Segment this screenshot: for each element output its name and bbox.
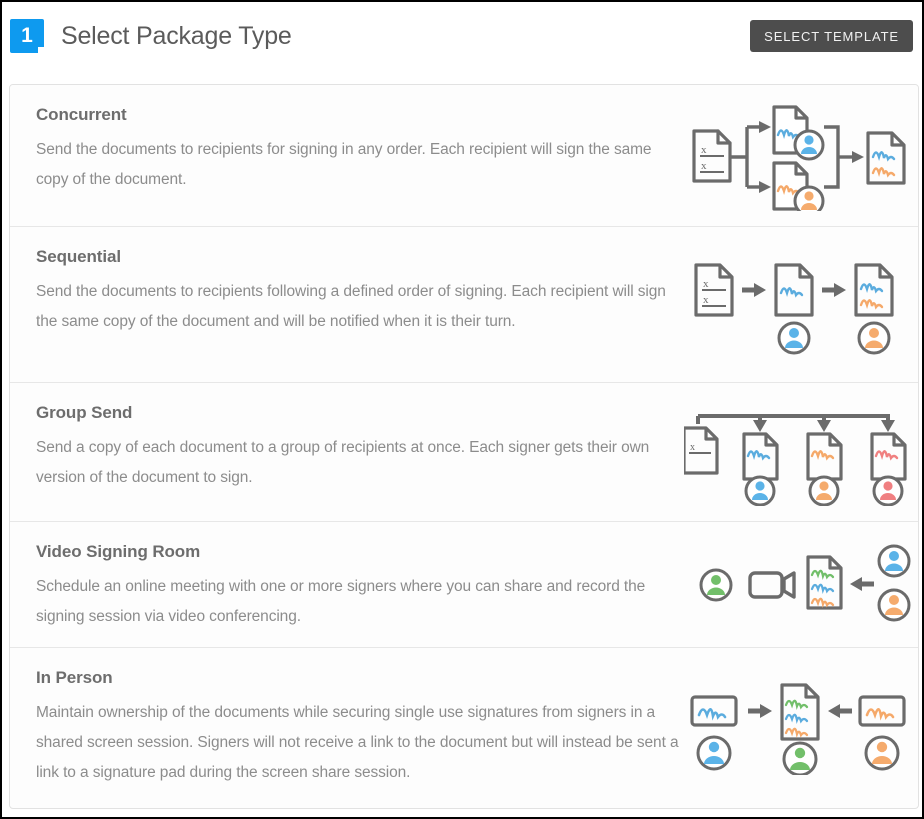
package-option-text: Group Send Send a copy of each document …: [36, 403, 684, 493]
package-option-video-signing-room[interactable]: Video Signing Room Schedule an online me…: [10, 522, 918, 648]
in-person-diagram-svg: [690, 683, 906, 775]
video-signing-room-diagram: [684, 543, 918, 627]
package-option-title: Concurrent: [36, 105, 127, 124]
concurrent-diagram-svg: x x: [692, 104, 906, 211]
page-title: Select Package Type: [61, 21, 292, 50]
package-type-list: Concurrent Send the documents to recipie…: [9, 84, 919, 809]
package-option-sequential[interactable]: Sequential Send the documents to recipie…: [10, 227, 918, 383]
group-send-flow-diagram: x: [684, 398, 918, 506]
concurrent-flow-diagram: x x: [684, 101, 918, 211]
step-number-badge: 1: [10, 19, 45, 54]
package-option-in-person[interactable]: In Person Maintain ownership of the docu…: [10, 648, 918, 806]
package-option-title: Video Signing Room: [36, 542, 201, 561]
svg-text:x: x: [703, 294, 709, 306]
package-option-text: Concurrent Send the documents to recipie…: [36, 105, 684, 195]
svg-text:x: x: [703, 278, 709, 290]
package-option-text: Video Signing Room Schedule an online me…: [36, 542, 684, 632]
select-template-button[interactable]: SELECT TEMPLATE: [750, 20, 913, 52]
package-option-description: Send the documents to recipients followi…: [36, 283, 666, 330]
package-option-title: Sequential: [36, 247, 121, 266]
svg-text:x: x: [701, 160, 707, 172]
package-option-description: Maintain ownership of the documents whil…: [36, 704, 679, 781]
package-option-group-send[interactable]: Group Send Send a copy of each document …: [10, 383, 918, 522]
video-signing-room-diagram-svg: [699, 544, 911, 621]
package-option-title: In Person: [36, 668, 113, 687]
package-option-concurrent[interactable]: Concurrent Send the documents to recipie…: [10, 85, 918, 227]
page-header: 1 Select Package Type SELECT TEMPLATE: [2, 2, 922, 70]
svg-text:x: x: [701, 144, 707, 156]
group-send-diagram-svg: x: [684, 414, 907, 506]
package-option-text: In Person Maintain ownership of the docu…: [36, 668, 684, 788]
step-number-label: 1: [21, 24, 33, 47]
package-option-description: Schedule an online meeting with one or m…: [36, 578, 646, 625]
svg-text:x: x: [690, 442, 695, 453]
sequential-flow-diagram: x x: [684, 255, 918, 355]
sequential-diagram-svg: x x: [694, 262, 894, 354]
package-option-title: Group Send: [36, 403, 133, 422]
package-option-description: Send a copy of each document to a group …: [36, 439, 650, 486]
in-person-flow-diagram: [684, 679, 918, 775]
package-option-text: Sequential Send the documents to recipie…: [36, 247, 684, 337]
package-option-description: Send the documents to recipients for sig…: [36, 141, 652, 188]
